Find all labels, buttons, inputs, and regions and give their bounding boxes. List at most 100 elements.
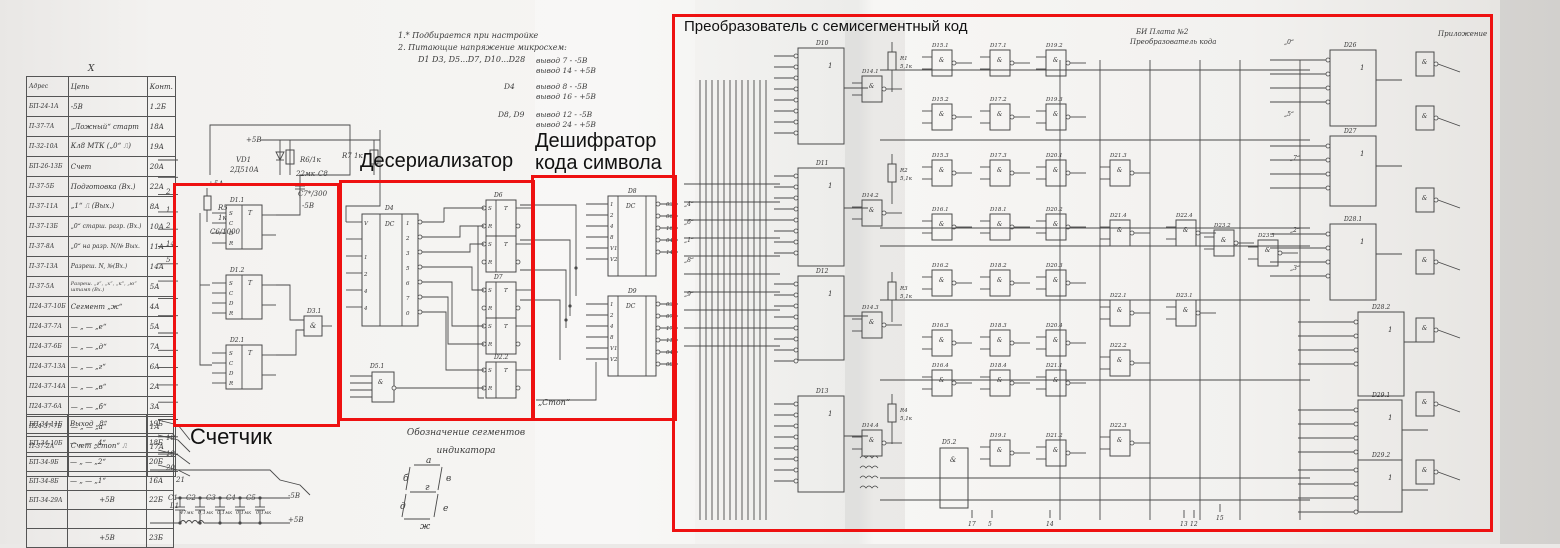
r5-value-label: 1к [218, 214, 227, 222]
wire [444, 243, 484, 253]
pin-label: V1 [610, 346, 617, 352]
table-row: П24-37-6А— „ — „б“3А [26, 396, 176, 417]
decoder-chip-d4 [361, 213, 419, 327]
note-line-1: 1.* Подбирается при настройке [398, 31, 539, 40]
resistor-r7 [369, 149, 379, 165]
junction-dot [258, 496, 262, 500]
gate-type: & [939, 57, 945, 64]
gate-type: & [869, 207, 875, 214]
wire [276, 284, 304, 321]
signal-label: „3“ [1290, 265, 1300, 272]
wire-number: 14 [166, 240, 175, 248]
stop-label: „Стоп“ [538, 398, 570, 407]
pin-label: 2 [609, 213, 614, 219]
pin-note-group: вывод 7 - -5В вывод 14 - +5В [536, 56, 596, 75]
junction-dot [198, 521, 202, 525]
gate-type: & [997, 111, 1003, 118]
table-row: П24-37-13А— „ — „г“6А [26, 356, 176, 377]
pin-label: R [487, 224, 492, 230]
pin-label: V [364, 221, 369, 227]
c8-value-label: 22мк [296, 170, 315, 178]
chip-name: D28.2 [1371, 304, 1390, 311]
multi-input-chip [797, 395, 845, 493]
pin-label: R [228, 311, 233, 317]
chip-type: DC [625, 203, 636, 210]
pin-number: 15 [1216, 515, 1224, 522]
gate-type: & [1422, 113, 1428, 120]
gate-name: D17.2 [989, 97, 1007, 103]
chip-type: DC [625, 303, 636, 310]
gate-type: & [1053, 377, 1059, 384]
chip-name: D2.2 [493, 354, 509, 361]
gate-type: & [1117, 307, 1123, 314]
pin-label: R [487, 260, 492, 266]
pin-number: 5 [988, 521, 992, 528]
cap-label: C1 [168, 494, 178, 502]
gate-type: & [1053, 447, 1059, 454]
junction-dot [238, 521, 242, 525]
inversion-bubble [515, 341, 521, 347]
pin-label: V1 [610, 246, 617, 252]
chip-name: D27 [1343, 128, 1357, 135]
chip-type: T [248, 280, 253, 287]
gate-name: D18.4 [989, 363, 1007, 369]
output-lead [1437, 329, 1461, 339]
pin-label: 5 [406, 266, 410, 272]
gate-type: & [1053, 57, 1059, 64]
segment-d-label: г [425, 483, 430, 493]
chip-type: T [248, 210, 253, 217]
pin-label: T [504, 368, 508, 374]
signal-label: „7“ [1290, 155, 1300, 162]
pin-label: C [229, 291, 234, 297]
pin-note-chip: D8, D9 [498, 110, 525, 119]
gate-type: & [939, 337, 945, 344]
flip-flop-chip [225, 274, 263, 320]
segment-e [401, 493, 407, 518]
gate-type: & [1117, 167, 1123, 174]
gate-name: D22.3 [1109, 423, 1127, 429]
gate-type: & [997, 57, 1003, 64]
segment-c-label: в [446, 474, 452, 484]
connector-label: X [88, 64, 95, 74]
segment-b-label: б [403, 474, 409, 484]
resistor-r6 [285, 149, 295, 165]
gate-name: D20.1 [1045, 153, 1063, 159]
gate-type: & [869, 437, 875, 444]
chip-type: 1 [1388, 326, 1392, 334]
output-lead [1437, 199, 1461, 209]
resistor-r5 [203, 195, 212, 211]
c8-label: C8 [318, 170, 328, 178]
coil [859, 465, 879, 469]
signal-label: „2“ [1290, 227, 1300, 234]
gate-type: & [1117, 227, 1123, 234]
segment-legend-title: Обозначение сегментов индикатора [406, 428, 526, 456]
wire-number: 5 [166, 256, 171, 264]
gate-type: & [939, 277, 945, 284]
pin-label: 0 [406, 311, 410, 317]
decoder-chip [607, 195, 657, 277]
segment-f [433, 493, 439, 518]
pin-number: 17 [968, 521, 976, 528]
gate-name: D20.3 [1045, 263, 1063, 269]
counter-label: Счетчик [190, 424, 273, 449]
gate-name: D22.4 [1175, 213, 1193, 219]
wire-number: 2 [166, 222, 171, 230]
chip-type: & [310, 322, 316, 330]
junction-dot [258, 521, 262, 525]
inversion-bubble [481, 305, 487, 311]
pin-label: 4 [363, 289, 368, 295]
gate-name: D21.3 [1109, 153, 1127, 159]
gate-name: D21.1 [1045, 363, 1063, 369]
r5-label: R5 [218, 204, 228, 212]
gate-name: D22.2 [1109, 343, 1127, 349]
gate-type: & [939, 111, 945, 118]
pin-label: S [488, 288, 492, 294]
gate-type: & [997, 377, 1003, 384]
pin-label: 1 [610, 302, 614, 308]
wire [520, 204, 577, 296]
cap-value: 47мк [180, 510, 194, 516]
pin-number: 13 [1180, 521, 1188, 528]
gate-type: & [939, 221, 945, 228]
